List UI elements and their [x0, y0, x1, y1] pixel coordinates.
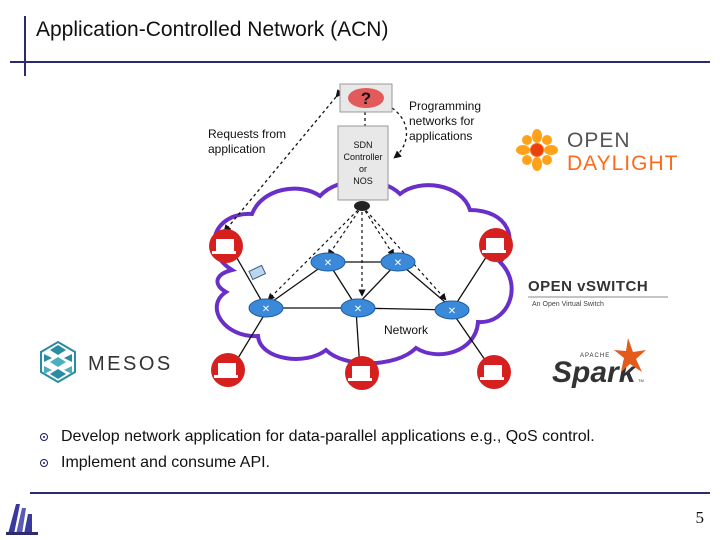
programming-label-line: networks for — [409, 114, 474, 128]
mesos-logo: MESOS — [40, 340, 173, 384]
controller-line: NOS — [353, 176, 373, 186]
opendaylight-line2: DAYLIGHT — [567, 152, 678, 175]
bullet-text: Implement and consume API. — [61, 454, 270, 471]
spark-apache: APACHE — [580, 353, 610, 359]
bullet-list: Develop network application for data-par… — [40, 424, 595, 476]
router-icon: ✕ — [310, 252, 346, 272]
router-icon: ✕ — [380, 252, 416, 272]
openvswitch-title: OPEN vSWITCH — [528, 278, 648, 295]
svg-text:✕: ✕ — [324, 258, 332, 269]
institution-logo-icon — [6, 504, 38, 535]
programming-label: Programming networks for applications — [409, 99, 481, 143]
bullet-item: Develop network application for data-par… — [40, 424, 595, 450]
bullet-icon — [40, 459, 48, 467]
controller-line: or — [359, 164, 367, 174]
requests-label: Requests from application — [208, 127, 286, 156]
svg-text:✕: ✕ — [262, 304, 270, 315]
controller-links — [267, 205, 447, 301]
router-icon: ✕ — [340, 298, 376, 318]
programming-label-line: Programming — [409, 99, 481, 113]
opendaylight-logo: OPEN DAYLIGHT — [516, 129, 678, 175]
openvswitch-logo: OPEN vSWITCH An Open Virtual Switch — [528, 278, 668, 308]
svg-text:✕: ✕ — [448, 306, 456, 317]
footer-divider — [30, 492, 710, 494]
slide-title: Application-Controlled Network (ACN) — [36, 18, 389, 41]
svg-text:✕: ✕ — [394, 258, 402, 269]
question-mark: ? — [361, 89, 371, 108]
bullet-item: Implement and consume API. — [40, 450, 595, 476]
mesos-text: MESOS — [88, 353, 173, 375]
requests-label-line: application — [208, 142, 265, 156]
controller-line: SDN — [353, 140, 372, 150]
opendaylight-line1: OPEN — [567, 129, 631, 152]
host-icon — [209, 229, 243, 263]
spark-star-icon — [614, 338, 646, 372]
network-label: Network — [384, 323, 429, 337]
host-icon — [477, 355, 511, 389]
host-icon — [345, 356, 379, 390]
bullet-text: Develop network application for data-par… — [61, 428, 595, 445]
bullet-icon — [40, 433, 48, 441]
spark-logo: APACHE Spark TM — [552, 338, 646, 389]
router-icon: ✕ — [434, 300, 470, 320]
controller-connector — [354, 201, 370, 211]
spark-text: Spark — [552, 356, 637, 389]
programming-label-line: applications — [409, 129, 472, 143]
host-icon — [211, 353, 245, 387]
requests-label-line: Requests from — [208, 127, 286, 141]
programming-arrow — [391, 107, 407, 159]
switch-icon — [248, 264, 267, 281]
sdn-controller-box: SDN Controller or NOS — [337, 125, 389, 201]
title-accent-vertical — [24, 16, 26, 76]
router-icon: ✕ — [248, 298, 284, 318]
host-icon — [479, 228, 513, 262]
svg-text:✕: ✕ — [354, 304, 362, 315]
page-number: 5 — [695, 508, 705, 527]
spark-tm: TM — [638, 378, 644, 383]
title-accent-horizontal — [10, 61, 710, 63]
controller-line: Controller — [343, 152, 382, 162]
requests-arrow — [223, 89, 344, 233]
openvswitch-subtitle: An Open Virtual Switch — [532, 301, 604, 308]
application-box: ? — [339, 83, 393, 113]
